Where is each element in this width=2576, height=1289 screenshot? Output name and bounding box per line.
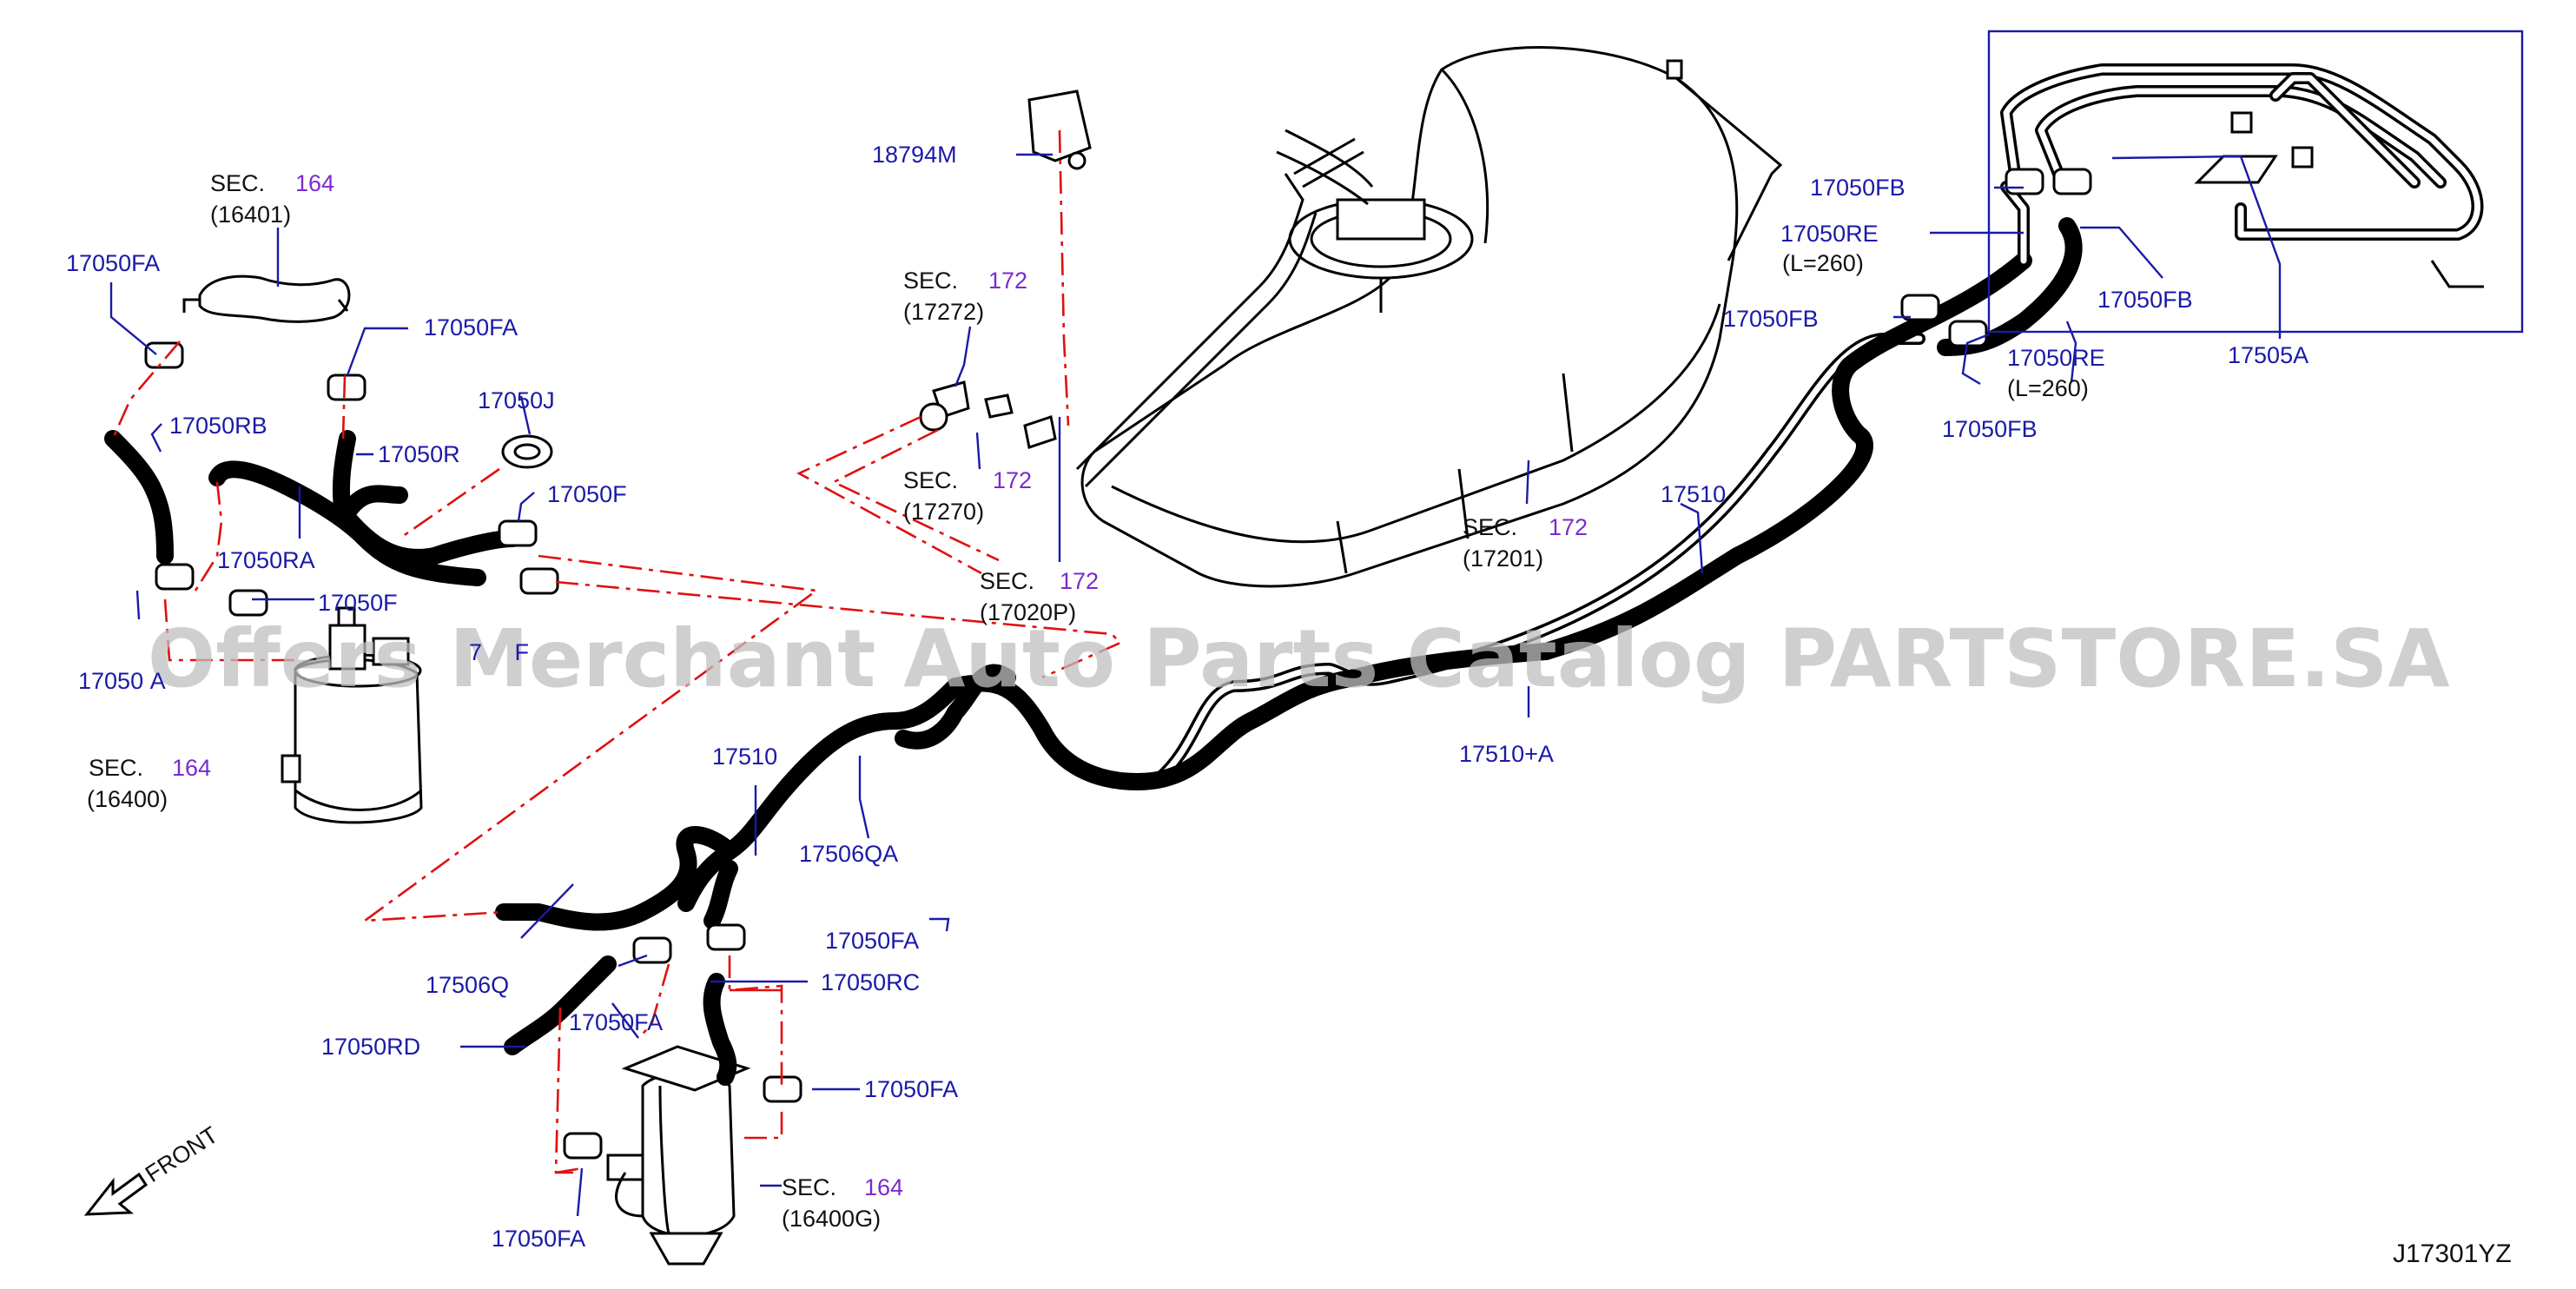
label-17050a-partial: 17050 A	[78, 668, 166, 694]
label-17050ra: 17050RA	[217, 547, 315, 573]
label-17050re-lower-length: (L=260)	[2007, 375, 2089, 401]
svg-text:SEC.: SEC.	[903, 467, 958, 493]
front-arrow-icon	[83, 1172, 149, 1216]
fuel-tank	[1075, 46, 1783, 588]
svg-text:164: 164	[295, 170, 334, 196]
svg-text:SEC.: SEC.	[980, 568, 1034, 594]
label-17050fb-top: 17050FB	[1810, 175, 1906, 201]
label-17050fa-right-top: 17050FA	[424, 314, 518, 340]
label-17050fb-left: 17050FB	[1723, 306, 1819, 332]
svg-text:(17020P): (17020P)	[980, 599, 1076, 625]
svg-text:(17272): (17272)	[903, 299, 984, 325]
assembly-chain-lines	[111, 129, 1123, 1174]
label-17050j: 17050J	[478, 387, 555, 413]
section-ref-17272: SEC. 172 (17272)	[903, 268, 1027, 325]
svg-text:(16400G): (16400G)	[782, 1206, 881, 1232]
label-17050f-upper: 17050F	[547, 481, 627, 507]
svg-text:172: 172	[988, 268, 1027, 294]
label-17050f-lower: 17050F	[318, 590, 398, 616]
section-ref-17270: SEC. 172 (17270)	[903, 467, 1032, 525]
label-17050fb-right: 17050FB	[2097, 287, 2193, 313]
front-label: FRONT	[141, 1121, 222, 1187]
svg-text:172: 172	[993, 467, 1032, 493]
fuel-pipe-17510	[495, 252, 2032, 931]
svg-text:(17270): (17270)	[903, 499, 984, 525]
svg-text:172: 172	[1549, 514, 1588, 540]
callout-leaders	[109, 153, 2282, 1217]
svg-text:164: 164	[864, 1174, 903, 1200]
svg-text:(16401): (16401)	[210, 202, 291, 228]
label-17050fa-center: 17050FA	[569, 1009, 663, 1035]
front-direction-indicator: FRONT	[83, 1121, 222, 1216]
section-ref-16400g: SEC. 164 (16400G)	[782, 1174, 903, 1232]
label-17050fa-left-top: 17050FA	[66, 250, 160, 276]
label-17506q: 17506Q	[426, 972, 509, 998]
label-17050r: 17050R	[378, 441, 460, 467]
label-17050fa-mid: 17050FA	[825, 928, 919, 954]
svg-text:172: 172	[1060, 568, 1099, 594]
section-ref-17201: SEC. 172 (17201)	[1463, 514, 1588, 572]
lower-hoses	[504, 955, 737, 1086]
svg-text:SEC.: SEC.	[903, 268, 958, 294]
label-17510-lower: 17510	[712, 744, 777, 770]
label-17050rb: 17050RB	[169, 413, 268, 439]
label-17050rc: 17050RC	[821, 969, 920, 995]
fuel-filter-16400g	[606, 1045, 751, 1266]
svg-text:(17201): (17201)	[1463, 545, 1543, 572]
fuel-filter-16401	[104, 274, 521, 586]
label-17506qa: 17506QA	[799, 841, 898, 867]
svg-text:SEC.: SEC.	[89, 755, 143, 781]
section-ref-16401: SEC. 164 (16401)	[210, 170, 334, 228]
label-17510-upper: 17510	[1661, 481, 1726, 507]
label-17510a: 17510+A	[1459, 741, 1554, 767]
label-17050f-partial: 7 F	[469, 639, 529, 665]
pipe-assembly-17505a	[1987, 30, 2524, 334]
svg-text:(16400): (16400)	[87, 786, 168, 812]
label-17050fa-bottom: 17050FA	[492, 1226, 585, 1252]
section-references: SEC. 164 (16401) SEC. 164 (16400) SEC. 1…	[87, 170, 1588, 1232]
watermark: Offers Merchant Auto Parts Catalog PARTS…	[148, 612, 2450, 705]
svg-text:164: 164	[172, 755, 211, 781]
svg-text:SEC.: SEC.	[1463, 514, 1517, 540]
section-ref-16400: SEC. 164 (16400)	[87, 755, 211, 812]
svg-text:SEC.: SEC.	[210, 170, 265, 196]
section-ref-17020p: SEC. 172 (17020P)	[980, 568, 1099, 625]
svg-text:SEC.: SEC.	[782, 1174, 836, 1200]
label-17050fb-bottom: 17050FB	[1942, 416, 2038, 442]
label-17505a: 17505A	[2228, 342, 2308, 368]
label-17050fa-right-lower: 17050FA	[864, 1076, 958, 1102]
label-17050re-upper: 17050RE	[1780, 221, 1879, 247]
label-17050re-lower: 17050RE	[2007, 345, 2105, 371]
label-18794m: 18794M	[872, 142, 957, 168]
label-17050re-upper-length: (L=260)	[1782, 250, 1864, 276]
fuel-filter-16400	[281, 606, 423, 824]
label-17050rd: 17050RD	[321, 1034, 420, 1060]
part-number-labels: 18794M 17050FA 17050FA 17050RB 17050R 17…	[66, 142, 2308, 1252]
diagram-code: J17301YZ	[2393, 1239, 2512, 1268]
